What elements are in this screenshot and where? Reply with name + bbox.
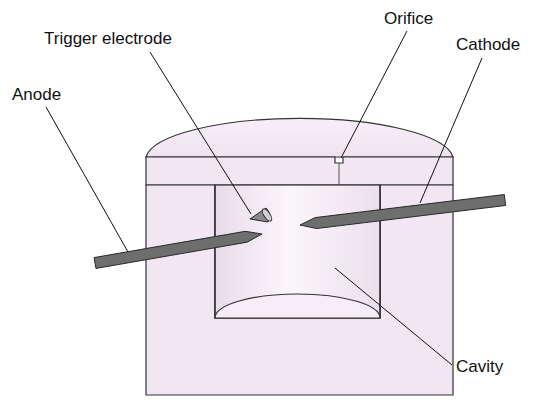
cathode-rod bbox=[300, 195, 506, 229]
orifice-channel bbox=[339, 163, 340, 185]
leader-lines bbox=[46, 31, 482, 365]
cavity-label: Cavity bbox=[456, 358, 503, 377]
lid-section bbox=[146, 157, 453, 185]
cathode-label: Cathode bbox=[456, 36, 520, 55]
anode-label: Anode bbox=[12, 86, 61, 105]
lid-top-face bbox=[146, 118, 453, 157]
trigger-electrode-base bbox=[261, 208, 274, 223]
trigger-label: Trigger electrode bbox=[44, 30, 172, 49]
cavity-floor bbox=[215, 294, 380, 318]
orifice-label: Orifice bbox=[384, 10, 433, 29]
cavity-wall bbox=[215, 185, 380, 318]
